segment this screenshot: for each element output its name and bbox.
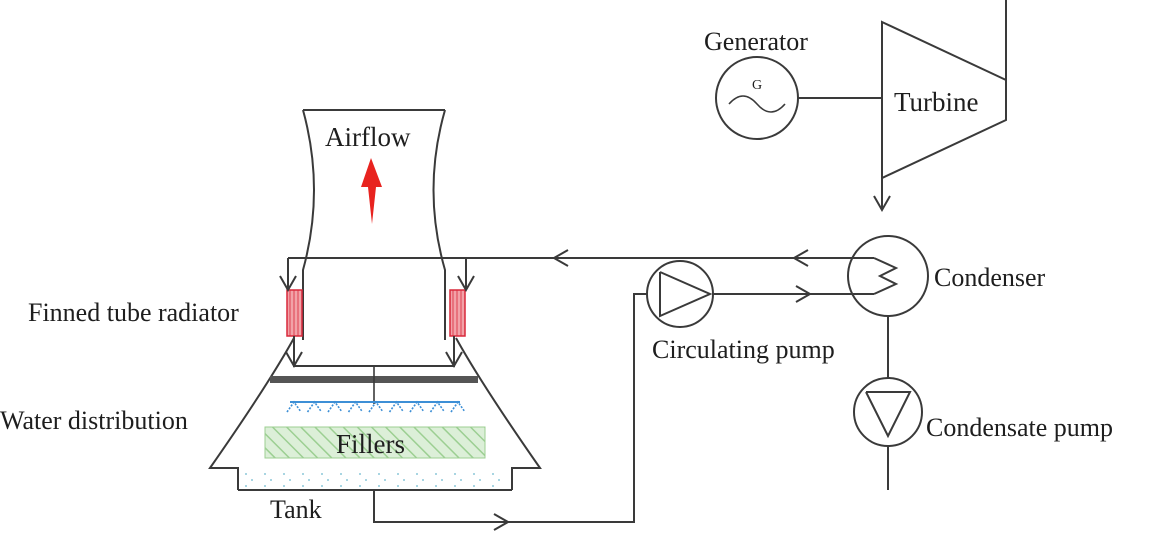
water-distribution-label: Water distribution: [0, 406, 188, 435]
airflow-label: Airflow: [325, 122, 411, 152]
spray-nozzle: [368, 400, 384, 413]
tower-base-right: [455, 337, 542, 490]
finned-tube-radiator-right: [449, 289, 466, 337]
spray-nozzle: [429, 400, 446, 413]
water-dot: [422, 479, 424, 481]
circulating-pump: [646, 260, 714, 328]
spray-nozzle: [306, 400, 323, 413]
water-dot: [270, 479, 272, 481]
water-dot: [492, 473, 494, 475]
water-dot: [340, 473, 342, 475]
spray-nozzles: [286, 400, 466, 413]
turbine-label: Turbine: [894, 87, 979, 117]
water-dot: [397, 473, 399, 475]
water-dot: [359, 485, 361, 487]
spray-nozzle: [409, 400, 425, 413]
water-dot: [479, 479, 481, 481]
water-dot: [435, 485, 437, 487]
water-dot: [359, 473, 361, 475]
water-dot: [498, 479, 500, 481]
water-dot: [302, 485, 304, 487]
flow-arrows: [279, 195, 891, 531]
condenser: [847, 235, 929, 317]
fillers-block: [264, 426, 486, 459]
condensate-pump-label: Condensate pump: [926, 413, 1113, 442]
generator: [715, 56, 799, 140]
generator-symbol: G: [752, 78, 762, 93]
pipe-tank-to-pump: [373, 293, 648, 523]
water-dot: [245, 473, 247, 475]
water-dot: [283, 473, 285, 475]
water-dot: [327, 479, 329, 481]
water-dot: [283, 485, 285, 487]
tower-shell-right: [432, 109, 446, 340]
water-dot: [492, 485, 494, 487]
water-dot: [441, 479, 443, 481]
water-dot: [416, 485, 418, 487]
tank-water: [245, 473, 500, 487]
water-dot: [473, 473, 475, 475]
spray-nozzle: [347, 400, 364, 413]
circulating-pump-label: Circulating pump: [652, 335, 835, 364]
water-dot: [378, 473, 380, 475]
spray-nozzle: [327, 400, 343, 413]
radiator-fins: [289, 290, 462, 336]
water-dot: [473, 485, 475, 487]
water-dot: [378, 485, 380, 487]
water-dot: [251, 479, 253, 481]
condenser-label: Condenser: [934, 263, 1046, 292]
water-dot: [384, 479, 386, 481]
spray-nozzle: [388, 400, 405, 413]
fillers-label: Fillers: [336, 429, 405, 459]
water-dot: [321, 485, 323, 487]
water-dot: [365, 479, 367, 481]
water-dot: [245, 485, 247, 487]
water-dot: [454, 485, 456, 487]
water-dot: [289, 479, 291, 481]
water-dot: [264, 485, 266, 487]
tank-label: Tank: [270, 495, 322, 524]
water-dot: [397, 485, 399, 487]
water-dot: [321, 473, 323, 475]
generator-label: Generator: [704, 27, 808, 56]
water-dot: [435, 473, 437, 475]
airflow-arrow: [361, 158, 382, 224]
water-dot: [460, 479, 462, 481]
water-dot: [302, 473, 304, 475]
pipe-radiator-outlet: [293, 336, 455, 367]
spray-nozzle: [450, 400, 466, 413]
tower-base-left: [208, 337, 295, 490]
finned-tube-radiator-label: Finned tube radiator: [28, 298, 239, 327]
water-dot: [264, 473, 266, 475]
water-dot: [403, 479, 405, 481]
tower-shell-left: [302, 109, 315, 340]
water-dot: [308, 479, 310, 481]
condensate-pump: [853, 377, 923, 447]
finned-tube-radiator-left: [286, 289, 303, 337]
sine-wave-icon: [728, 95, 786, 113]
water-dot: [454, 473, 456, 475]
turbine: [881, 20, 1007, 180]
water-dot: [416, 473, 418, 475]
water-dot: [346, 479, 348, 481]
spray-nozzle: [286, 400, 302, 413]
water-dot: [340, 485, 342, 487]
